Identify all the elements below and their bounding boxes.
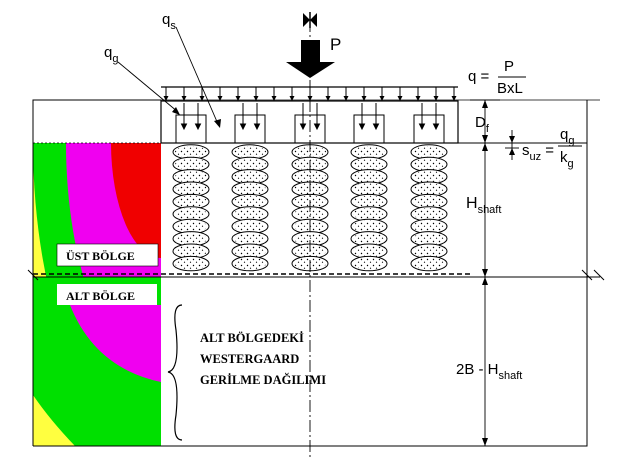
- cell-arrowhead: [432, 123, 440, 131]
- hshaft-label: Hshaft: [466, 195, 501, 216]
- upper-zone-tag: [56, 243, 159, 267]
- cell-arrowhead: [418, 123, 426, 131]
- load-arrowhead: [379, 96, 385, 101]
- cell-arrowhead: [239, 123, 247, 131]
- load-arrowhead: [343, 96, 349, 101]
- cell-arrowhead: [299, 123, 307, 131]
- dimension-arrowheads: [482, 100, 515, 446]
- stone-columns: [172, 144, 448, 272]
- note-line-2: WESTERGAARD: [200, 352, 299, 366]
- load-p-arrow: [286, 12, 335, 78]
- load-arrowhead: [253, 96, 259, 101]
- settlement-label: suz =: [522, 142, 554, 163]
- brace: [167, 304, 183, 441]
- load-arrowhead: [433, 96, 439, 101]
- qs-label: qs: [162, 11, 176, 32]
- stone-column: [231, 144, 269, 272]
- stone-column: [350, 144, 388, 272]
- stone-column: [410, 144, 448, 272]
- load-p-label: P: [330, 35, 341, 54]
- lower-magenta: [70, 305, 161, 382]
- labels: P qs qg q = P BxL Df suz = qg kg Hshaft …: [104, 11, 582, 382]
- lower-yellow: [33, 395, 75, 446]
- settlement-numerator: qg: [560, 126, 574, 147]
- load-arrowhead: [307, 96, 313, 101]
- load-arrowhead: [163, 96, 169, 101]
- break-marks: [27, 269, 605, 281]
- lower-dim-label: 2B - Hshaft: [456, 361, 522, 382]
- stone-column: [172, 144, 210, 272]
- stone-column: [291, 144, 329, 272]
- distributed-load: [161, 86, 458, 131]
- note-line-1: ALT BÖLGEDEKİ: [200, 331, 304, 345]
- pressure-lhs: q =: [468, 68, 490, 85]
- load-arrowhead: [199, 96, 205, 101]
- cell-arrowhead: [253, 123, 261, 131]
- load-arrowhead: [217, 96, 223, 101]
- load-arrowhead: [451, 96, 457, 101]
- leader-arrowheads: [172, 107, 221, 128]
- pressure-numerator: P: [504, 58, 514, 75]
- qg-label: qg: [104, 44, 118, 65]
- cell-arrowhead: [372, 123, 380, 131]
- upper-zone-label: ÜST BÖLGE: [66, 249, 135, 263]
- cell-arrowhead: [313, 123, 321, 131]
- settlement-denominator: kg: [560, 149, 574, 170]
- cell-arrowhead: [358, 123, 366, 131]
- depth-label: Df: [475, 114, 490, 135]
- cell-arrowhead: [194, 123, 202, 131]
- lower-zone-label: ALT BÖLGE: [66, 289, 135, 303]
- footing: [160, 100, 459, 144]
- load-arrowhead: [271, 96, 277, 101]
- load-arrowhead: [361, 96, 367, 101]
- note-line-3: GERİLME DAĞILIMI: [200, 373, 326, 387]
- load-arrowhead: [235, 96, 241, 101]
- load-arrowhead: [181, 96, 187, 101]
- lower-zone-tag: [57, 284, 157, 305]
- load-arrowhead: [415, 96, 421, 101]
- pressure-denominator: BxL: [497, 80, 523, 97]
- load-arrowhead: [325, 96, 331, 101]
- red-bulb: [111, 143, 161, 258]
- load-arrowhead: [397, 96, 403, 101]
- load-arrowhead: [289, 96, 295, 101]
- leader-lines: [117, 26, 219, 125]
- cell-arrowhead: [180, 123, 188, 131]
